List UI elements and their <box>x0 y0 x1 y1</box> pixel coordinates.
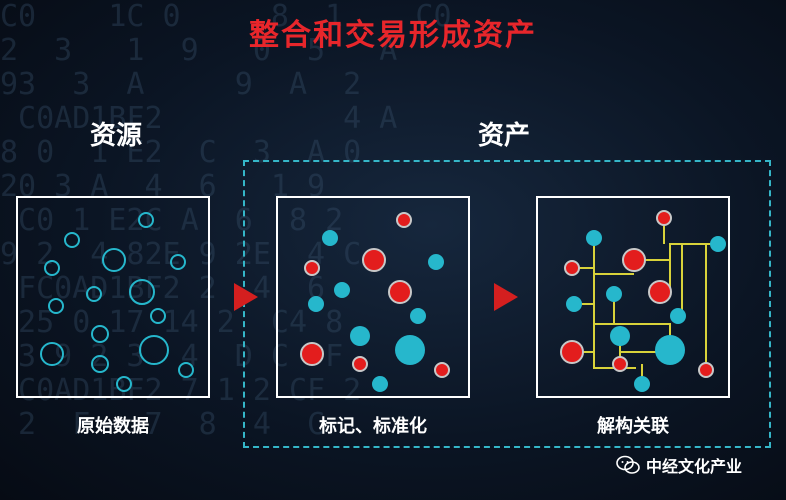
node <box>91 325 109 343</box>
node <box>178 362 194 378</box>
node <box>86 286 102 302</box>
node <box>91 355 109 373</box>
node <box>566 296 582 312</box>
node <box>698 362 714 378</box>
node <box>606 286 622 302</box>
node <box>634 376 650 392</box>
node <box>612 356 628 372</box>
label-asset: 资产 <box>478 121 531 151</box>
node <box>564 260 580 276</box>
node <box>40 342 64 366</box>
caption-linked: 解构关联 <box>597 416 669 437</box>
label-source: 资源 <box>90 121 143 151</box>
node <box>64 232 80 248</box>
node <box>434 362 450 378</box>
node <box>150 308 166 324</box>
node <box>622 248 646 272</box>
node <box>655 335 685 365</box>
tagged-circles <box>300 212 450 392</box>
arrow-right-icon <box>494 283 518 311</box>
linked-network <box>560 210 726 392</box>
node <box>308 296 324 312</box>
node <box>395 335 425 365</box>
caption-tagged: 标记、标准化 <box>319 416 427 437</box>
node <box>334 282 350 298</box>
node <box>610 326 630 346</box>
wechat-icon <box>616 455 640 474</box>
node <box>648 280 672 304</box>
node <box>139 335 169 365</box>
watermark: 中经文化产业 <box>616 452 742 478</box>
node <box>44 260 60 276</box>
node <box>138 212 154 228</box>
node <box>710 236 726 252</box>
node <box>428 254 444 270</box>
node <box>304 260 320 276</box>
raw-data-circles <box>40 212 194 392</box>
link <box>669 243 718 260</box>
node <box>410 308 426 324</box>
node <box>322 230 338 246</box>
caption-raw-data: 原始数据 <box>77 416 149 437</box>
panel-linked <box>536 196 730 398</box>
node <box>300 342 324 366</box>
node <box>388 280 412 304</box>
node <box>586 230 602 246</box>
panel-tagged <box>276 196 470 398</box>
node <box>656 210 672 226</box>
node <box>350 326 370 346</box>
watermark-text: 中经文化产业 <box>646 457 743 476</box>
node <box>48 298 64 314</box>
node <box>129 279 155 305</box>
node <box>102 248 126 272</box>
node <box>396 212 412 228</box>
node <box>560 340 584 364</box>
panel-raw-data <box>16 196 210 398</box>
node <box>372 376 388 392</box>
arrow-right-icon <box>234 283 258 311</box>
node <box>670 308 686 324</box>
node <box>362 248 386 272</box>
slide-title: 整合和交易形成资产 <box>249 18 537 53</box>
node <box>170 254 186 270</box>
node <box>352 356 368 372</box>
node <box>116 376 132 392</box>
